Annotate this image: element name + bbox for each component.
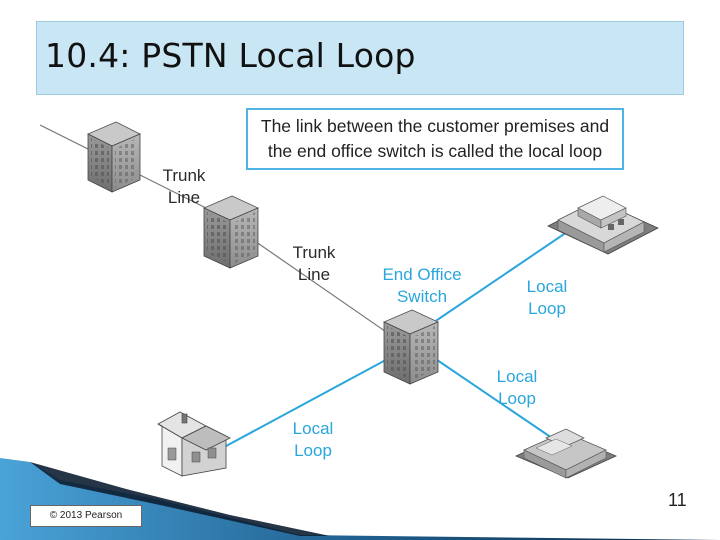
local-loop-line-top-right bbox=[414, 229, 571, 336]
page-number: 11 bbox=[668, 490, 687, 510]
branch-building-icon bbox=[515, 428, 617, 479]
callout-box: The link between the customer premises a… bbox=[246, 108, 624, 170]
title-bar: 10.4: PSTN Local Loop bbox=[36, 21, 684, 95]
slide-title: 10.4: PSTN Local Loop bbox=[45, 36, 416, 75]
local-loop-line-left bbox=[214, 354, 396, 453]
house-icon bbox=[157, 411, 231, 477]
callout-line-1: The link between the customer premises a… bbox=[260, 116, 610, 136]
end-office-switch-icon bbox=[383, 309, 439, 385]
office-building-2-icon bbox=[203, 195, 259, 269]
corporate-building-icon bbox=[547, 195, 659, 255]
footer-decoration bbox=[0, 458, 720, 540]
copyright-badge: © 2013 Pearson bbox=[30, 505, 142, 527]
callout-line-2: the end office switch is called the loca… bbox=[267, 141, 603, 161]
office-building-1-icon bbox=[87, 121, 141, 193]
